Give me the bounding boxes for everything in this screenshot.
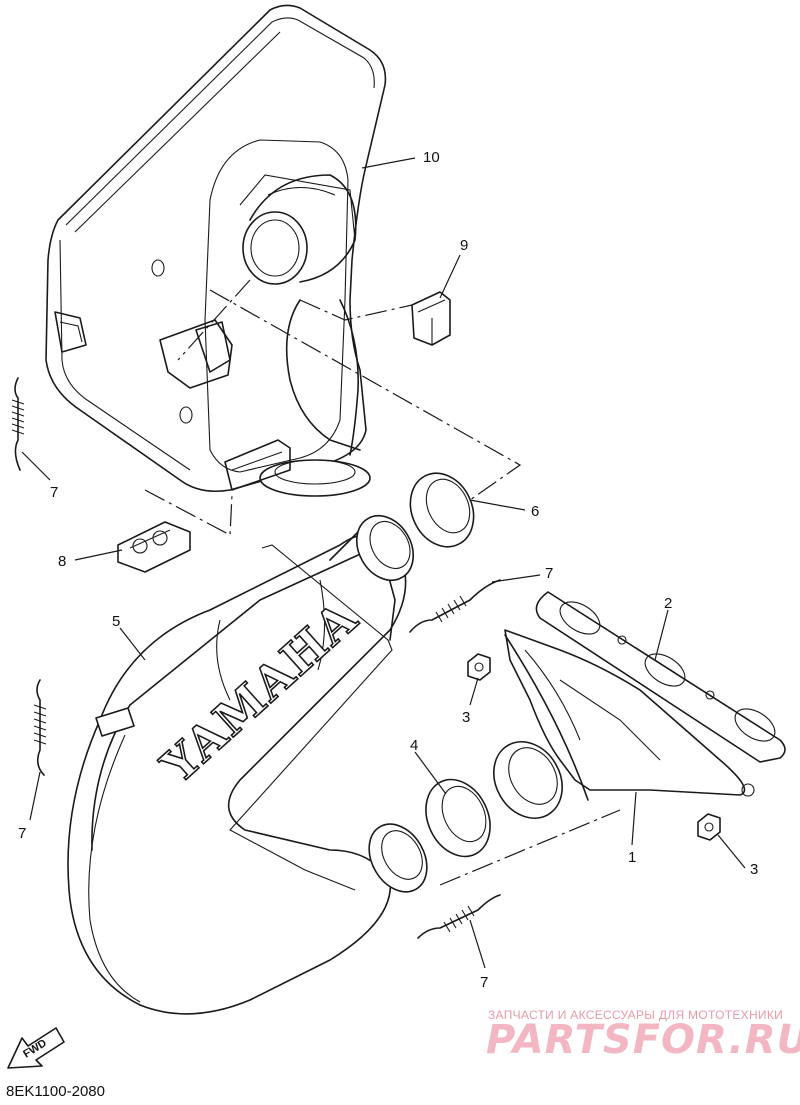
callout-3-upper: 3	[462, 709, 470, 726]
part-8-bracket	[117, 521, 191, 573]
part-4-ring	[425, 778, 491, 858]
callout-2: 2	[664, 595, 672, 612]
part-3-nut-lower	[697, 813, 721, 841]
part-9-bracket	[411, 291, 451, 346]
callout-8: 8	[58, 553, 66, 570]
part-1-exhaust-manifold	[493, 629, 755, 819]
callout-6: 6	[531, 503, 539, 520]
callout-1: 1	[628, 849, 636, 866]
part-3-nut-upper	[467, 653, 491, 681]
assembly-centerlines	[144, 279, 621, 886]
watermark-logo: PARTSFOR.RU	[486, 1017, 800, 1063]
watermark-tagline: ЗАПЧАСТИ И АКСЕССУАРЫ ДЛЯ МОТОТЕХНИКИ	[488, 1008, 784, 1022]
leader-lines	[21, 157, 746, 969]
callout-9: 9	[460, 237, 468, 254]
callout-5: 5	[112, 613, 120, 630]
reference-code: 8EK1100-2080	[6, 1083, 105, 1100]
callout-4: 4	[410, 737, 418, 754]
part-7-spring-upper-middle	[409, 579, 501, 633]
callout-labels: 10 9 7 6 8 7 5 2 3 4 1 3 7 7	[18, 149, 758, 991]
part-6-ring	[409, 472, 475, 548]
callout-10: 10	[423, 149, 440, 166]
callout-7-left-upper: 7	[50, 484, 58, 501]
callout-7-left-lower: 7	[18, 825, 26, 842]
part-7-spring-lower-middle	[417, 894, 501, 939]
part-10-water-box	[45, 4, 387, 497]
callout-7-upper-middle: 7	[545, 565, 553, 582]
callout-3-lower: 3	[750, 861, 758, 878]
part-7-spring-left-upper	[11, 377, 25, 471]
part-5-muffler: YAMAHA	[67, 515, 428, 1015]
forward-direction-arrow: FWD	[7, 1027, 65, 1069]
callout-7-lower-middle: 7	[480, 974, 488, 991]
part-2-gasket	[535, 591, 786, 763]
part-7-spring-left-lower	[33, 679, 47, 776]
